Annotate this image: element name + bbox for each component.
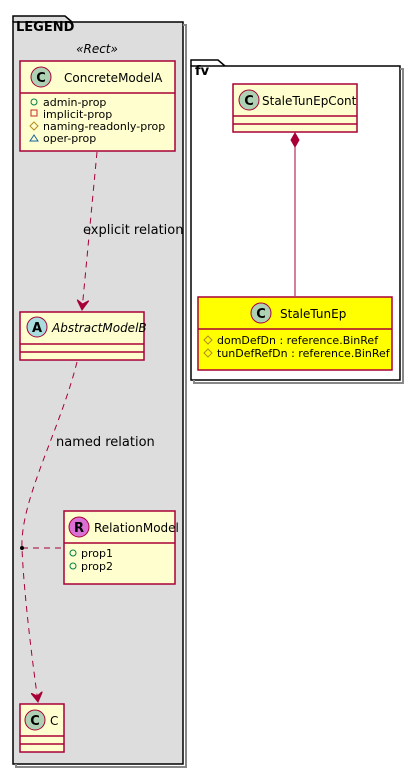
svg-text:C: C	[30, 714, 40, 729]
composition-diamond-icon	[290, 131, 300, 149]
named-relation-label: named relation	[56, 435, 155, 450]
named-relation-arrow	[21, 361, 78, 702]
abstract-model-b-class[interactable]: A AbstractModelB	[19, 311, 147, 361]
class-kind-c-icon: C	[30, 66, 52, 88]
stale-tun-ep-cont-class[interactable]: C StaleTunEpCont	[232, 83, 358, 133]
composition-link	[290, 131, 300, 296]
class-name: C	[50, 714, 58, 728]
fv-title: fv	[195, 64, 210, 79]
class-kind-c-icon: C	[238, 89, 260, 111]
class-name: StaleTunEp	[280, 307, 346, 321]
class-kind-r-icon: R	[68, 516, 90, 538]
public-visibility-icon	[69, 562, 77, 570]
legend-title: LEGEND	[16, 20, 75, 35]
class-c[interactable]: C C	[19, 703, 65, 753]
association-point	[20, 546, 24, 550]
class-name: StaleTunEpCont	[262, 94, 357, 108]
attribute: domDefDn : reference.BinRef	[217, 334, 379, 347]
private-visibility-icon	[30, 109, 38, 117]
attribute: tunDefRefDn : reference.BinRef	[217, 347, 391, 360]
attribute: prop2	[81, 560, 113, 573]
class-name: ConcreteModelA	[64, 71, 163, 85]
class-kind-c-icon: C	[24, 709, 46, 731]
class-name: AbstractModelB	[51, 321, 147, 335]
protected-visibility-icon	[29, 121, 39, 131]
relation-model-class[interactable]: R RelationModel prop1 prop2	[63, 510, 179, 585]
attribute: prop1	[81, 547, 113, 560]
protected-visibility-icon	[203, 348, 213, 358]
svg-text:R: R	[74, 521, 84, 536]
protected-visibility-icon	[203, 335, 213, 345]
explicit-relation-arrow	[82, 151, 98, 310]
attribute: naming-readonly-prop	[43, 120, 165, 133]
explicit-relation-label: explicit relation	[83, 223, 183, 238]
class-kind-c-icon: C	[250, 302, 272, 324]
public-visibility-icon	[30, 98, 38, 106]
svg-text:C: C	[256, 307, 266, 322]
stale-tun-ep-class[interactable]: C StaleTunEp domDefDn : reference.BinRef…	[197, 296, 393, 371]
attribute: admin-prop	[43, 96, 106, 109]
attribute: oper-prop	[43, 132, 96, 145]
legend-stereotype: «Rect»	[76, 42, 118, 56]
concrete-model-a-class[interactable]: C ConcreteModelA admin-prop implicit-pro…	[19, 60, 176, 152]
public-visibility-icon	[69, 549, 77, 557]
class-kind-a-icon: A	[26, 316, 48, 338]
class-name: RelationModel	[94, 521, 179, 535]
svg-text:A: A	[32, 321, 42, 336]
svg-text:C: C	[36, 71, 46, 86]
attribute: implicit-prop	[43, 108, 112, 121]
svg-text:C: C	[244, 94, 254, 109]
package-visibility-icon	[29, 134, 39, 142]
